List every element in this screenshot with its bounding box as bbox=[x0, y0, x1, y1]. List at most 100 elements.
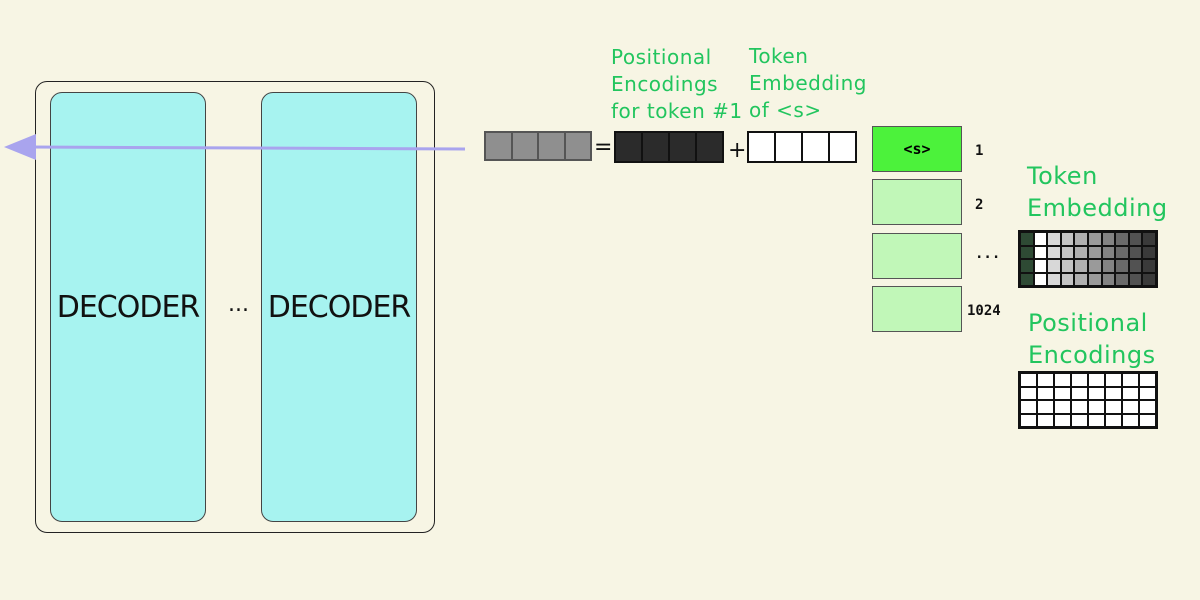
token-cell bbox=[749, 133, 776, 161]
vocab-token-text: <s> bbox=[903, 140, 931, 158]
positional-encoding-cell bbox=[1139, 373, 1156, 387]
positional-encoding-cell bbox=[1139, 413, 1156, 427]
positional-cell bbox=[697, 133, 722, 161]
vocab-index-1: 1 bbox=[975, 143, 984, 159]
positional-encodings-matrix bbox=[1018, 371, 1158, 429]
vocab-index-3: ... bbox=[975, 246, 1001, 262]
positional-cell bbox=[616, 133, 643, 161]
token-embedding-cell bbox=[1142, 245, 1156, 259]
token-embedding-cell bbox=[1101, 272, 1116, 286]
positional-encoding-cell bbox=[1105, 386, 1122, 400]
vocab-token-1: <s> bbox=[872, 126, 962, 172]
positional-encoding-cell bbox=[1105, 413, 1122, 427]
token-embedding-cell bbox=[1142, 232, 1156, 246]
vocab-token-3 bbox=[872, 233, 962, 279]
plus-sign: + bbox=[728, 138, 747, 163]
vocab-index-2: 2 bbox=[975, 197, 984, 213]
token-embedding-title: Token Embedding bbox=[1027, 162, 1168, 222]
token-embedding-cell bbox=[1033, 245, 1048, 259]
positional-encodings-title: Positional Encodings bbox=[1028, 309, 1156, 369]
positional-encoding-cell bbox=[1054, 386, 1071, 400]
positional-encoding-cell bbox=[1037, 386, 1054, 400]
positional-encoding-cell bbox=[1088, 400, 1105, 414]
decoder-label-left: DECODER bbox=[56, 289, 201, 325]
token-embedding-cell bbox=[1101, 232, 1116, 246]
token-embedding-cell bbox=[1088, 232, 1102, 246]
token-cell bbox=[803, 133, 830, 161]
positional-encoding-cell bbox=[1139, 386, 1156, 400]
token-embedding-cell bbox=[1101, 259, 1116, 273]
token-embedding-cell bbox=[1088, 259, 1102, 273]
positional-encoding-cell bbox=[1054, 400, 1071, 414]
vocab-token-4 bbox=[872, 286, 962, 332]
token-embedding-cell bbox=[1060, 245, 1075, 259]
token-embedding-cell bbox=[1115, 259, 1129, 273]
token-embedding-cell bbox=[1128, 272, 1143, 286]
token-embedding-cell bbox=[1074, 245, 1088, 259]
positional-encoding-cell bbox=[1037, 400, 1054, 414]
token-embedding-cell bbox=[1074, 232, 1088, 246]
token-embedding-cell bbox=[1060, 272, 1075, 286]
positional-encoding-cell bbox=[1037, 373, 1054, 387]
token-embedding-cell bbox=[1128, 245, 1143, 259]
token-embedding-of-s-label: Token Embedding of <s> bbox=[749, 44, 867, 122]
token-embedding-cell bbox=[1115, 232, 1129, 246]
token-embedding-cell bbox=[1060, 232, 1075, 246]
positional-cell bbox=[643, 133, 670, 161]
positional-encoding-cell bbox=[1088, 413, 1105, 427]
flow-arrow bbox=[4, 134, 466, 160]
output-cell bbox=[486, 133, 513, 159]
positional-encoding-cell bbox=[1020, 400, 1037, 414]
token-embedding-cell bbox=[1115, 245, 1129, 259]
positional-encoding-cell bbox=[1020, 386, 1037, 400]
token-embedding-cell bbox=[1088, 245, 1102, 259]
positional-encoding-cell bbox=[1122, 413, 1139, 427]
token-embedding-cell bbox=[1047, 232, 1061, 246]
token-embedding-cell bbox=[1060, 259, 1075, 273]
token-embedding-cell bbox=[1033, 259, 1048, 273]
positional-encoding-cell bbox=[1139, 400, 1156, 414]
positional-encoding-cell bbox=[1122, 373, 1139, 387]
positional-encoding-vector bbox=[614, 131, 724, 163]
token-embedding-cell bbox=[1020, 232, 1034, 246]
decoder-label-right: DECODER bbox=[267, 289, 412, 325]
positional-encodings-label: Positional Encodings for token #1 bbox=[611, 45, 743, 123]
positional-encoding-cell bbox=[1071, 413, 1088, 427]
arrow-line bbox=[29, 145, 466, 151]
arrow-head bbox=[4, 134, 36, 160]
decoder-block-right: DECODER bbox=[261, 92, 417, 522]
token-embedding-cell bbox=[1074, 259, 1088, 273]
token-embedding-cell bbox=[1142, 272, 1156, 286]
decoder-ellipsis: ... bbox=[228, 292, 249, 317]
positional-encoding-cell bbox=[1122, 400, 1139, 414]
token-embedding-cell bbox=[1074, 272, 1088, 286]
token-embedding-cell bbox=[1020, 259, 1034, 273]
token-embedding-cell bbox=[1088, 272, 1102, 286]
positional-encoding-cell bbox=[1105, 373, 1122, 387]
positional-encoding-cell bbox=[1088, 386, 1105, 400]
token-embedding-cell bbox=[1128, 232, 1143, 246]
token-embedding-cell bbox=[1033, 232, 1048, 246]
token-embedding-cell bbox=[1033, 272, 1048, 286]
token-embedding-cell bbox=[1115, 272, 1129, 286]
positional-encoding-cell bbox=[1020, 373, 1037, 387]
positional-encoding-cell bbox=[1071, 373, 1088, 387]
output-cell bbox=[512, 133, 539, 159]
token-embedding-cell bbox=[1047, 272, 1061, 286]
output-vector bbox=[484, 131, 592, 161]
output-cell bbox=[539, 133, 566, 159]
vocab-index-4: 1024 bbox=[967, 303, 1001, 319]
decoder-block-left: DECODER bbox=[50, 92, 206, 522]
token-embedding-cell bbox=[1047, 245, 1061, 259]
token-embedding-cell bbox=[1128, 259, 1143, 273]
token-embedding-vector bbox=[747, 131, 857, 163]
token-embedding-cell bbox=[1020, 245, 1034, 259]
positional-encoding-cell bbox=[1105, 400, 1122, 414]
token-embedding-cell bbox=[1047, 259, 1061, 273]
positional-encoding-cell bbox=[1037, 413, 1054, 427]
output-cell bbox=[565, 133, 590, 159]
token-embedding-cell bbox=[1142, 259, 1156, 273]
token-cell bbox=[830, 133, 855, 161]
positional-encoding-cell bbox=[1071, 386, 1088, 400]
positional-encoding-cell bbox=[1020, 413, 1037, 427]
